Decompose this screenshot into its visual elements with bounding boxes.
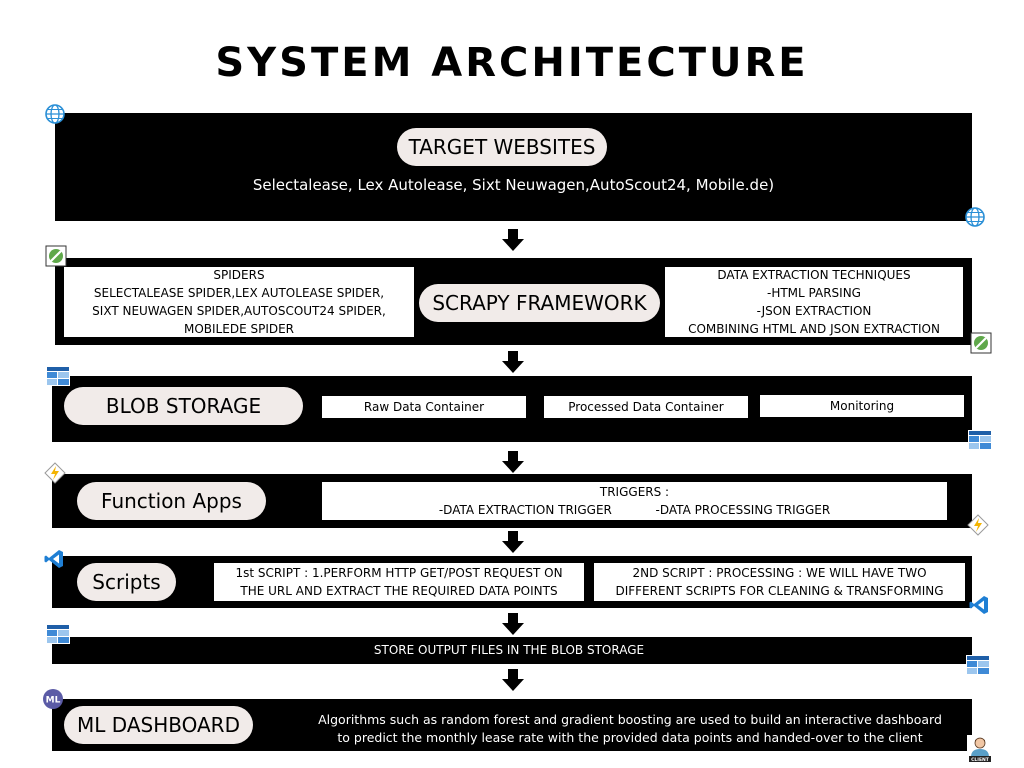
technique-item: -HTML PARSING — [767, 286, 861, 300]
script-1-box: 1st SCRIPT : 1.PERFORM HTTP GET/POST REQ… — [214, 563, 584, 601]
trigger-item: -DATA EXTRACTION TRIGGER — [438, 503, 612, 517]
spiders-line: MOBILEDE SPIDER — [183, 322, 295, 336]
spiders-line: SIXT NEUWAGEN SPIDER,AUTOSCOUT24 SPIDER, — [92, 304, 386, 318]
spiders-box: SPIDERS SELECTALEASE SPIDER,LEX AUTOLEAS… — [64, 267, 414, 337]
raw-data-container-label: Raw Data Container — [363, 400, 485, 414]
triggers-box: TRIGGERS : -DATA EXTRACTION TRIGGER -DAT… — [322, 482, 947, 520]
script-1-line: 1st SCRIPT : 1.PERFORM HTTP GET/POST REQ… — [235, 566, 563, 580]
technique-item: -JSON EXTRACTION — [756, 304, 872, 318]
globe-icon — [44, 103, 66, 125]
extraction-techniques-box: DATA EXTRACTION TECHNIQUES -HTML PARSING… — [665, 267, 963, 337]
flow-arrow — [502, 351, 524, 373]
flow-arrow — [502, 229, 524, 251]
storage-account-icon — [966, 655, 990, 677]
target-websites-label: TARGET WEBSITES — [397, 128, 607, 166]
spiders-line: SELECTALEASE SPIDER,LEX AUTOLEASE SPIDER… — [93, 286, 385, 300]
function-app-icon — [967, 514, 989, 536]
scrapy-icon — [45, 245, 67, 267]
script-2-box: 2ND SCRIPT : PROCESSING : WE WILL HAVE T… — [594, 563, 965, 601]
technique-item: COMBINING HTML AND JSON EXTRACTION — [688, 322, 940, 336]
storage-account-icon — [46, 624, 70, 646]
flow-arrow — [502, 531, 524, 553]
scripts-label: Scripts — [77, 563, 176, 601]
spiders-title: SPIDERS — [213, 268, 265, 282]
monitoring-label: Monitoring — [829, 399, 895, 413]
flow-arrow — [502, 451, 524, 473]
client-icon-label: CLIENT — [971, 757, 990, 763]
triggers-row: -DATA EXTRACTION TRIGGER -DATA PROCESSIN… — [439, 501, 830, 519]
store-output-band — [52, 637, 972, 664]
diagram-title: SYSTEM ARCHITECTURE — [215, 40, 809, 86]
store-output-text: STORE OUTPUT FILES IN THE BLOB STORAGE — [373, 643, 645, 657]
script-1-line: THE URL AND EXTRACT THE REQUIRED DATA PO… — [240, 584, 558, 598]
target-websites-list: Selectalease, Lex Autolease, Sixt Neuwag… — [252, 176, 775, 194]
techniques-title: DATA EXTRACTION TECHNIQUES — [717, 268, 911, 282]
globe-icon — [964, 206, 986, 228]
scrapy-icon — [970, 332, 992, 354]
function-apps-label: Function Apps — [77, 482, 266, 520]
storage-account-icon — [46, 366, 70, 388]
ml-icon: ML — [42, 688, 64, 710]
ml-description-line: Algorithms such as random forest and gra… — [318, 712, 942, 727]
flow-arrow — [502, 669, 524, 691]
function-app-icon — [44, 462, 66, 484]
script-2-line: 2ND SCRIPT : PROCESSING : WE WILL HAVE T… — [632, 566, 927, 580]
client-icon: CLIENT — [967, 735, 993, 763]
scrapy-framework-label: SCRAPY FRAMEWORK — [419, 284, 660, 322]
vscode-icon — [43, 548, 65, 570]
trigger-item: -DATA PROCESSING TRIGGER — [655, 503, 831, 517]
ml-description-line: to predict the monthly lease rate with t… — [337, 730, 923, 745]
monitoring-container: Monitoring — [760, 395, 964, 417]
script-2-line: DIFFERENT SCRIPTS FOR CLEANING & TRANSFO… — [615, 584, 944, 598]
ml-dashboard-label: ML DASHBOARD — [64, 706, 253, 744]
triggers-title: TRIGGERS : — [599, 485, 670, 499]
ml-icon-label: ML — [46, 696, 61, 706]
processed-data-container: Processed Data Container — [544, 396, 748, 418]
blob-storage-label: BLOB STORAGE — [64, 387, 303, 425]
processed-data-container-label: Processed Data Container — [568, 400, 724, 414]
ml-description: Algorithms such as random forest and gra… — [290, 711, 970, 747]
raw-data-container: Raw Data Container — [322, 396, 526, 418]
storage-account-icon — [968, 430, 992, 452]
vscode-icon — [968, 594, 990, 616]
flow-arrow — [502, 613, 524, 635]
